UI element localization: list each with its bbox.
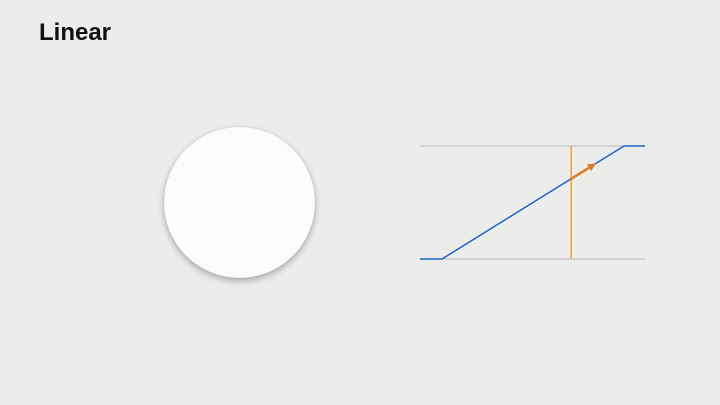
linear-timing-curve bbox=[420, 145, 645, 260]
slide-title: Linear bbox=[39, 19, 112, 46]
animated-ball bbox=[164, 127, 315, 278]
velocity-arrow bbox=[569, 163, 596, 181]
